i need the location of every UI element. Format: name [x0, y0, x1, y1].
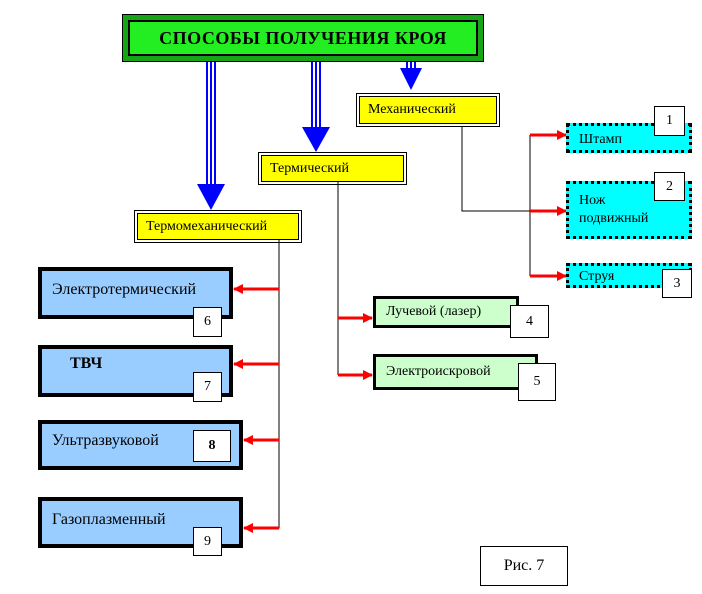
method-electrospark: Электроискровой: [373, 354, 538, 390]
arrow-to-thermal: [302, 60, 330, 152]
thermal-connectors: [337, 182, 373, 380]
diagram-title: СПОСОБЫ ПОЛУЧЕНИЯ КРОЯ: [128, 20, 478, 56]
category-thermal: Термический: [258, 152, 407, 185]
method-jet-number: 3: [662, 269, 692, 298]
method-hf-number: 7: [193, 372, 222, 402]
method-laser-number: 4: [510, 305, 549, 338]
thermomechanical-connectors: [233, 240, 280, 533]
diagram-title-box: СПОСОБЫ ПОЛУЧЕНИЯ КРОЯ: [122, 14, 484, 62]
figure-caption: Рис. 7: [480, 546, 568, 586]
method-ultrasonic-number: 8: [193, 430, 231, 462]
method-laser: Лучевой (лазер): [373, 296, 519, 328]
arrow-to-mechanical: [400, 60, 422, 90]
method-electrothermal-number: 6: [193, 307, 222, 337]
category-thermomechanical: Термомеханический: [134, 210, 302, 243]
category-mechanical: Механический: [356, 93, 500, 127]
arrow-to-thermomechanical: [197, 60, 225, 210]
method-electrospark-number: 5: [518, 363, 556, 401]
method-gas-plasma-number: 9: [193, 527, 222, 556]
method-moving-knife-number: 2: [654, 172, 685, 201]
method-stamp-number: 1: [654, 106, 685, 136]
method-moving-knife-label: Нож подвижный: [579, 193, 649, 226]
mechanical-connectors: [461, 126, 567, 281]
